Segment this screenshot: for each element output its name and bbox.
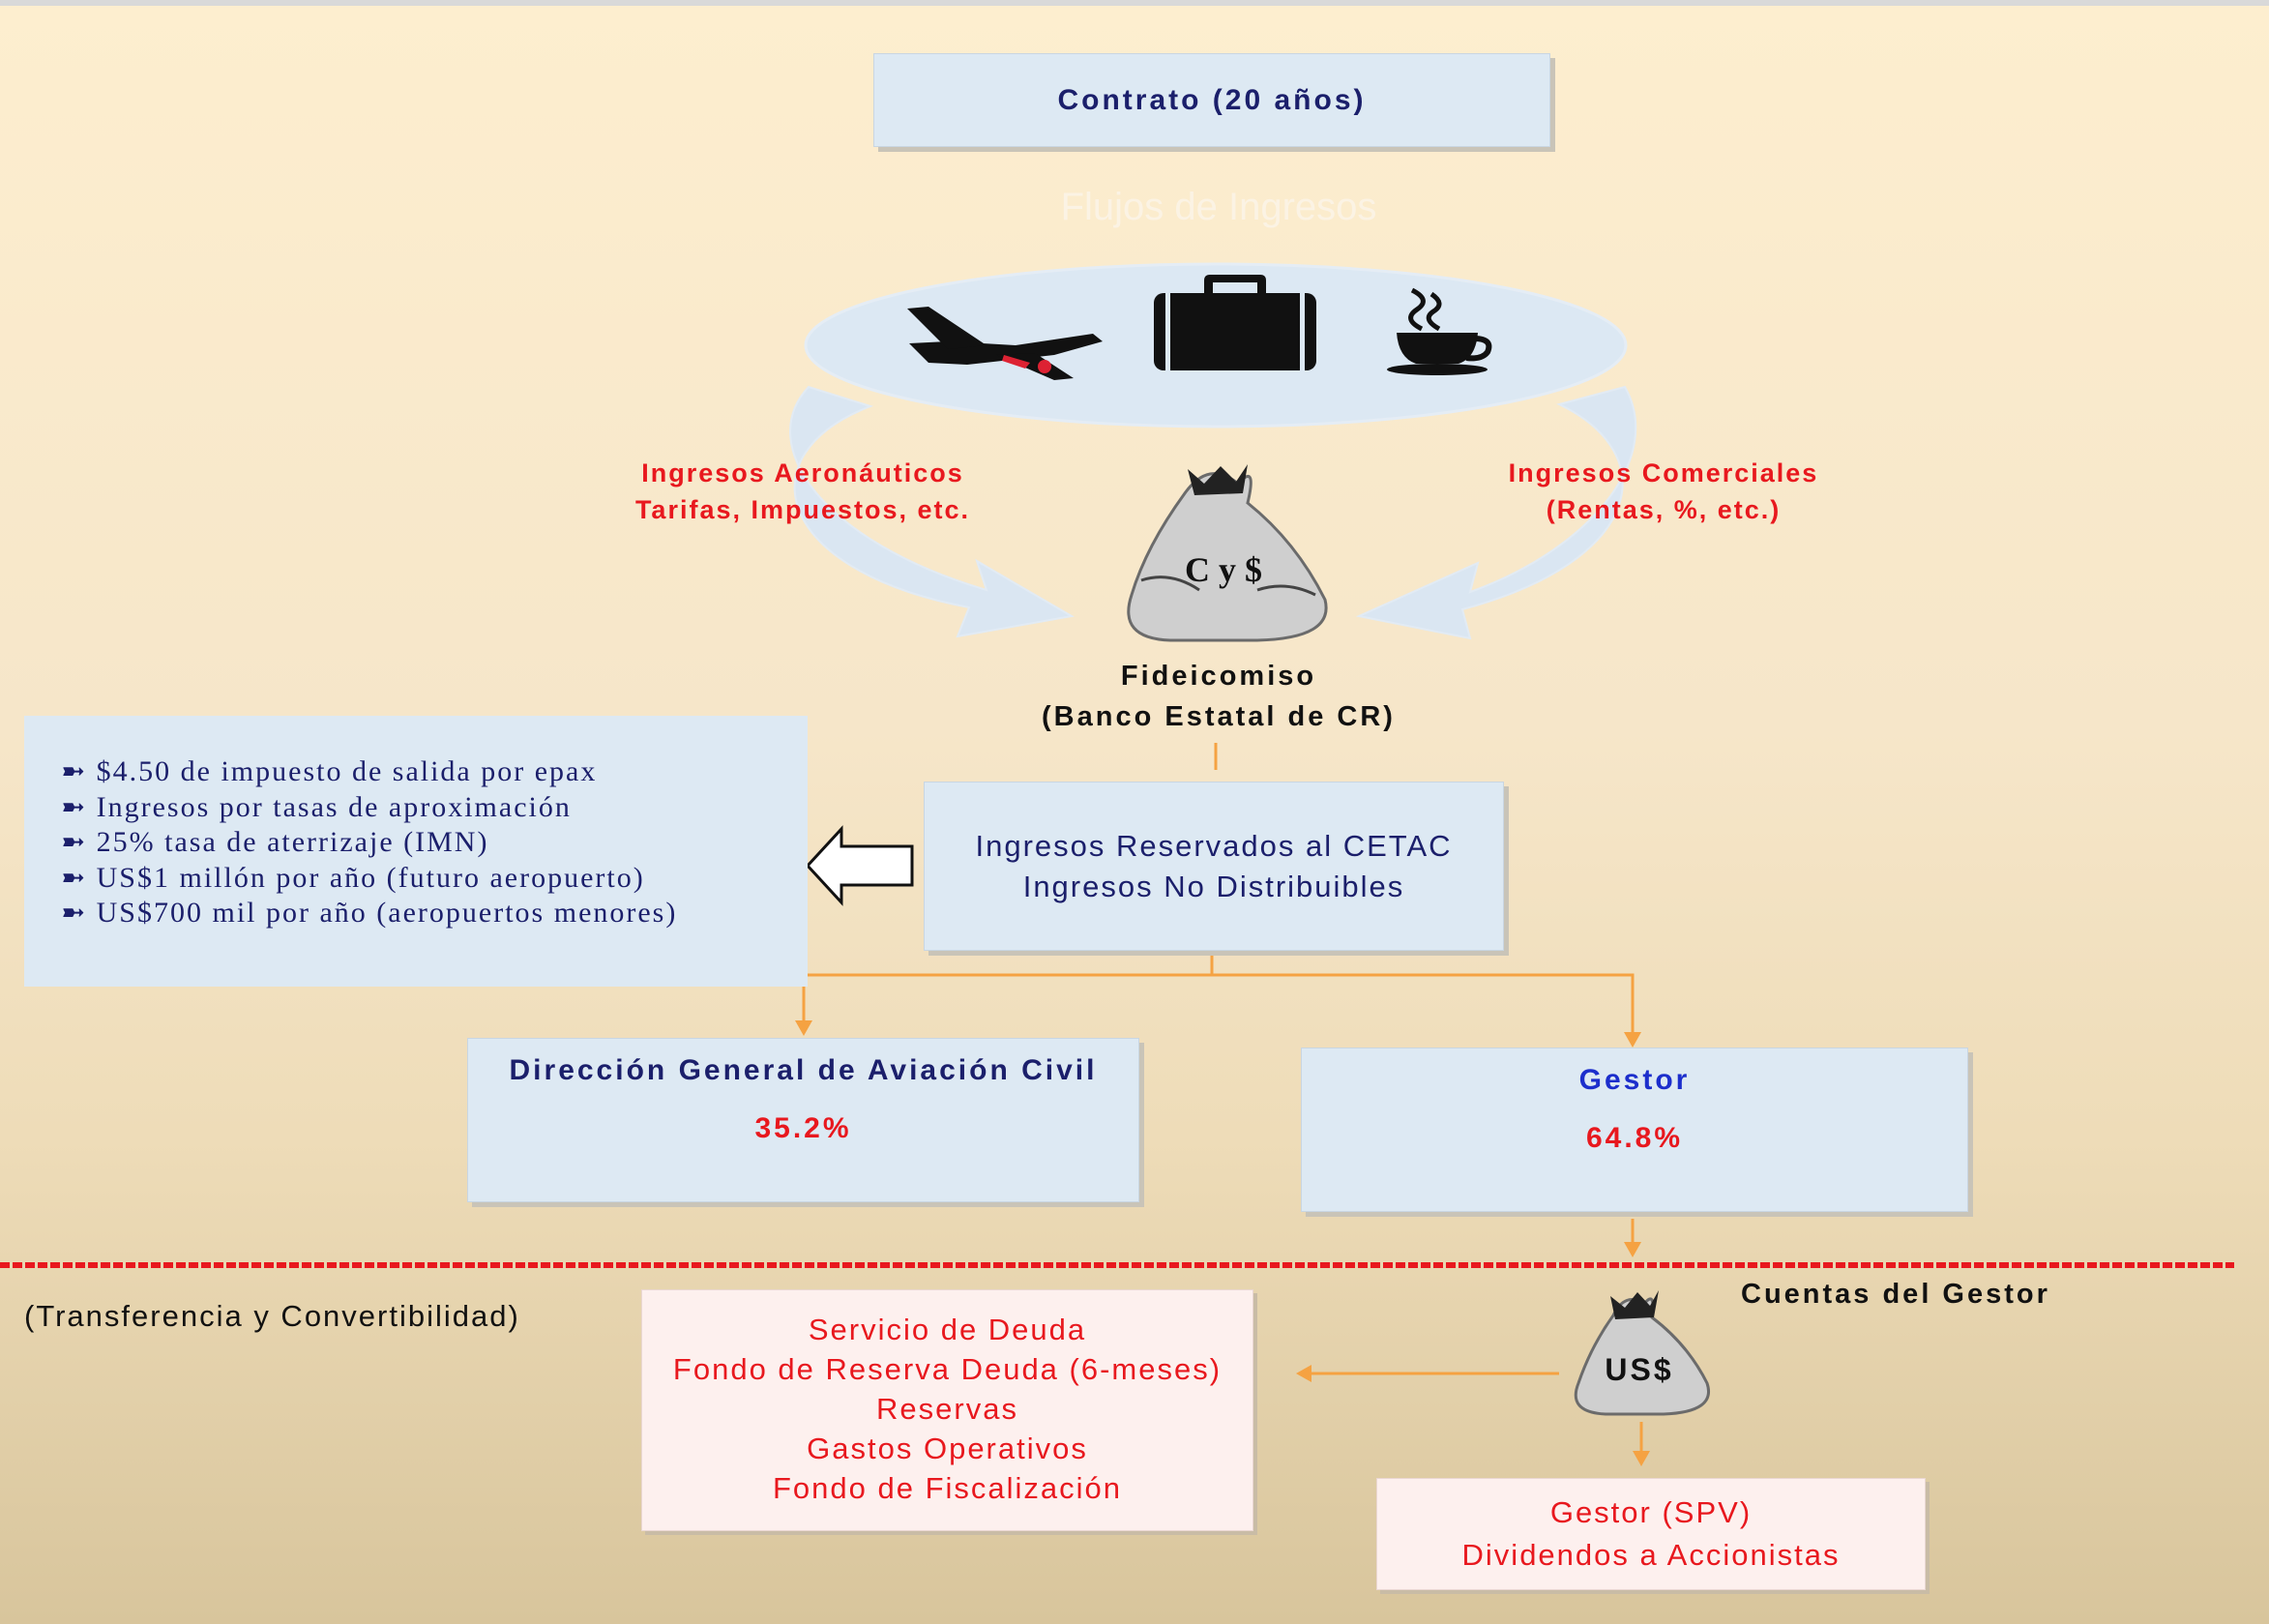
- bullet-icon: ➼: [61, 755, 97, 787]
- aero-flow-arrow: [789, 385, 1075, 638]
- reserved-revenue-box: Ingresos Reservados al CETAC Ingresos No…: [924, 782, 1504, 951]
- airplane-icon: [907, 307, 1103, 380]
- list-item: Fondo de Fiscalización: [772, 1471, 1123, 1505]
- accounts-label: Cuentas del Gestor: [1741, 1279, 2050, 1310]
- list-item: Reservas: [876, 1392, 1018, 1426]
- comm-revenue-line1: Ingresos Comerciales: [1508, 458, 1819, 487]
- gestor-box: Gestor 64.8%: [1301, 1048, 1968, 1212]
- flows-title: Flujos de Ingresos: [1060, 186, 1377, 228]
- list-item: ➼ $4.50 de impuesto de salida por epax: [61, 755, 598, 787]
- dgac-box: Dirección General de Aviación Civil 35.2…: [467, 1038, 1139, 1202]
- connector-to-gestor: [1212, 973, 1635, 1040]
- spv-box: Gestor (SPV) Dividendos a Accionistas: [1376, 1478, 1926, 1590]
- list-item: ➼ Ingresos por tasas de aproximación: [61, 790, 572, 823]
- bullet-icon: ➼: [61, 826, 97, 858]
- trust-line2: (Banco Estatal de CR): [1042, 701, 1396, 732]
- transfer-label: (Transferencia y Convertibilidad): [24, 1299, 520, 1333]
- top-border: [0, 0, 2269, 6]
- coffee-cup-icon: [1387, 287, 1492, 375]
- gestor-title: Gestor: [1578, 1064, 1691, 1096]
- aero-revenue-line2: Tarifas, Impuestos, etc.: [634, 495, 971, 524]
- list-item: Gastos Operativos: [807, 1432, 1088, 1465]
- bag-bottom-label: US$: [1605, 1352, 1674, 1387]
- suitcase-icon: [1154, 275, 1316, 370]
- aero-revenue-label: Ingresos Aeronáuticos Tarifas, Impuestos…: [619, 455, 987, 528]
- spv-line2: Dividendos a Accionistas: [1461, 1538, 1841, 1572]
- dgac-title: Dirección General de Aviación Civil: [509, 1054, 1098, 1086]
- reserved-line2: Ingresos No Distribuibles: [1022, 869, 1405, 903]
- comm-revenue-line2: (Rentas, %, etc.): [1546, 495, 1782, 524]
- reserved-items-box: ➼ $4.50 de impuesto de salida por epax ➼…: [24, 716, 808, 987]
- contract-box: Contrato (20 años): [873, 53, 1550, 147]
- gestor-percentage: 64.8%: [1585, 1122, 1684, 1154]
- left-arrow-icon: [805, 825, 914, 906]
- money-bag-icon: [1574, 1290, 1710, 1416]
- contract-label: Contrato (20 años): [1057, 83, 1367, 116]
- trust-line1: Fideicomiso: [1120, 661, 1317, 692]
- list-item: ➼ US$700 mil por año (aeropuertos menore…: [61, 897, 678, 929]
- spv-line1: Gestor (SPV): [1549, 1495, 1753, 1529]
- connector-to-dgac: [802, 973, 1212, 1028]
- money-bag-icon: [1127, 464, 1328, 642]
- list-item: ➼ 25% tasa de aterrizaje (IMN): [61, 826, 489, 858]
- bullet-icon: ➼: [61, 790, 97, 823]
- aero-revenue-line1: Ingresos Aeronáuticos: [641, 458, 964, 487]
- list-item: ➼ US$1 millón por año (futuro aeropuerto…: [61, 861, 645, 894]
- bag-top-label: C y $: [1185, 550, 1262, 589]
- comm-flow-arrow: [1355, 385, 1637, 640]
- comm-revenue-label: Ingresos Comerciales (Rentas, %, etc.): [1470, 455, 1857, 528]
- reserved-line1: Ingresos Reservados al CETAC: [975, 828, 1453, 863]
- uses-box: Servicio de Deuda Fondo de Reserva Deuda…: [641, 1289, 1253, 1531]
- bullet-icon: ➼: [61, 861, 97, 894]
- list-item: Fondo de Reserva Deuda (6-meses): [672, 1352, 1223, 1386]
- list-item: Servicio de Deuda: [808, 1313, 1087, 1346]
- bullet-icon: ➼: [61, 897, 97, 929]
- trust-label: Fideicomiso (Banco Estatal de CR): [1016, 656, 1422, 737]
- dgac-percentage: 35.2%: [754, 1112, 852, 1144]
